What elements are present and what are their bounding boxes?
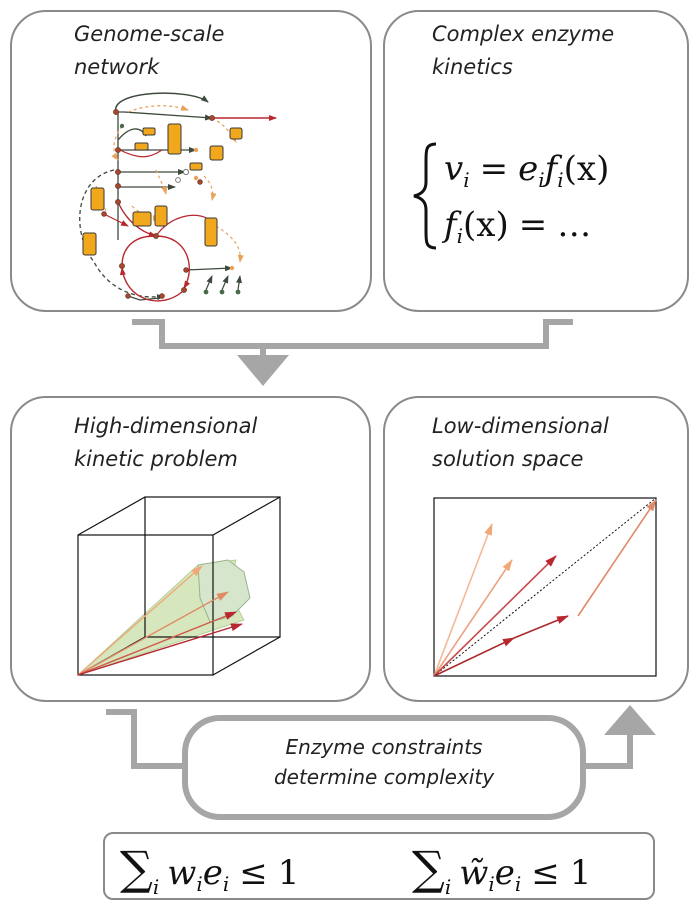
panel-high-dimensional xyxy=(10,396,371,702)
equation-line-1: vi=eifi(x) xyxy=(444,149,609,192)
equation-line-2: fi(x)=… xyxy=(441,205,591,248)
panel-enzyme-constraints xyxy=(182,715,586,820)
up-arrow xyxy=(604,705,656,735)
lowdim-title: Low-dimensional solution space xyxy=(432,410,609,476)
bottom-connector xyxy=(106,709,633,769)
kinetics-equations: vi=eifi(x) fi(x)=… xyxy=(413,142,609,250)
panel-genome-network xyxy=(10,10,372,312)
high-dim-cube xyxy=(77,496,281,676)
kinetics-title-line2: kinetics xyxy=(432,55,513,79)
lowdim-title-line2: solution space xyxy=(432,447,584,471)
down-arrow xyxy=(237,355,289,386)
low-dim-square xyxy=(433,497,657,677)
enzyme-constraints-line1: Enzyme constraints xyxy=(285,735,483,759)
genome-title-line2: network xyxy=(74,55,160,79)
lowdim-title-line1: Low-dimensional xyxy=(432,414,609,438)
polytope-face xyxy=(197,559,251,623)
highdim-title-line1: High-dimensional xyxy=(74,414,258,438)
metabolic-network-illustration xyxy=(79,92,277,302)
enzyme-constraints-label: Enzyme constraints determine complexity xyxy=(182,732,586,792)
highdim-title-line2: kinetic problem xyxy=(74,447,238,471)
curly-brace xyxy=(413,142,437,250)
highdim-title: High-dimensional kinetic problem xyxy=(74,410,257,476)
top-connector xyxy=(132,319,573,356)
enzyme-constraints-line2: determine complexity xyxy=(273,765,495,789)
kinetics-title: Complex enzyme kinetics xyxy=(432,18,614,84)
genome-title: Genome-scale network xyxy=(74,18,224,84)
panel-constraint-equations xyxy=(103,832,655,900)
kinetics-title-line1: Complex enzyme xyxy=(432,22,615,46)
genome-title-line1: Genome-scale xyxy=(74,22,225,46)
panel-enzyme-kinetics xyxy=(383,10,689,312)
